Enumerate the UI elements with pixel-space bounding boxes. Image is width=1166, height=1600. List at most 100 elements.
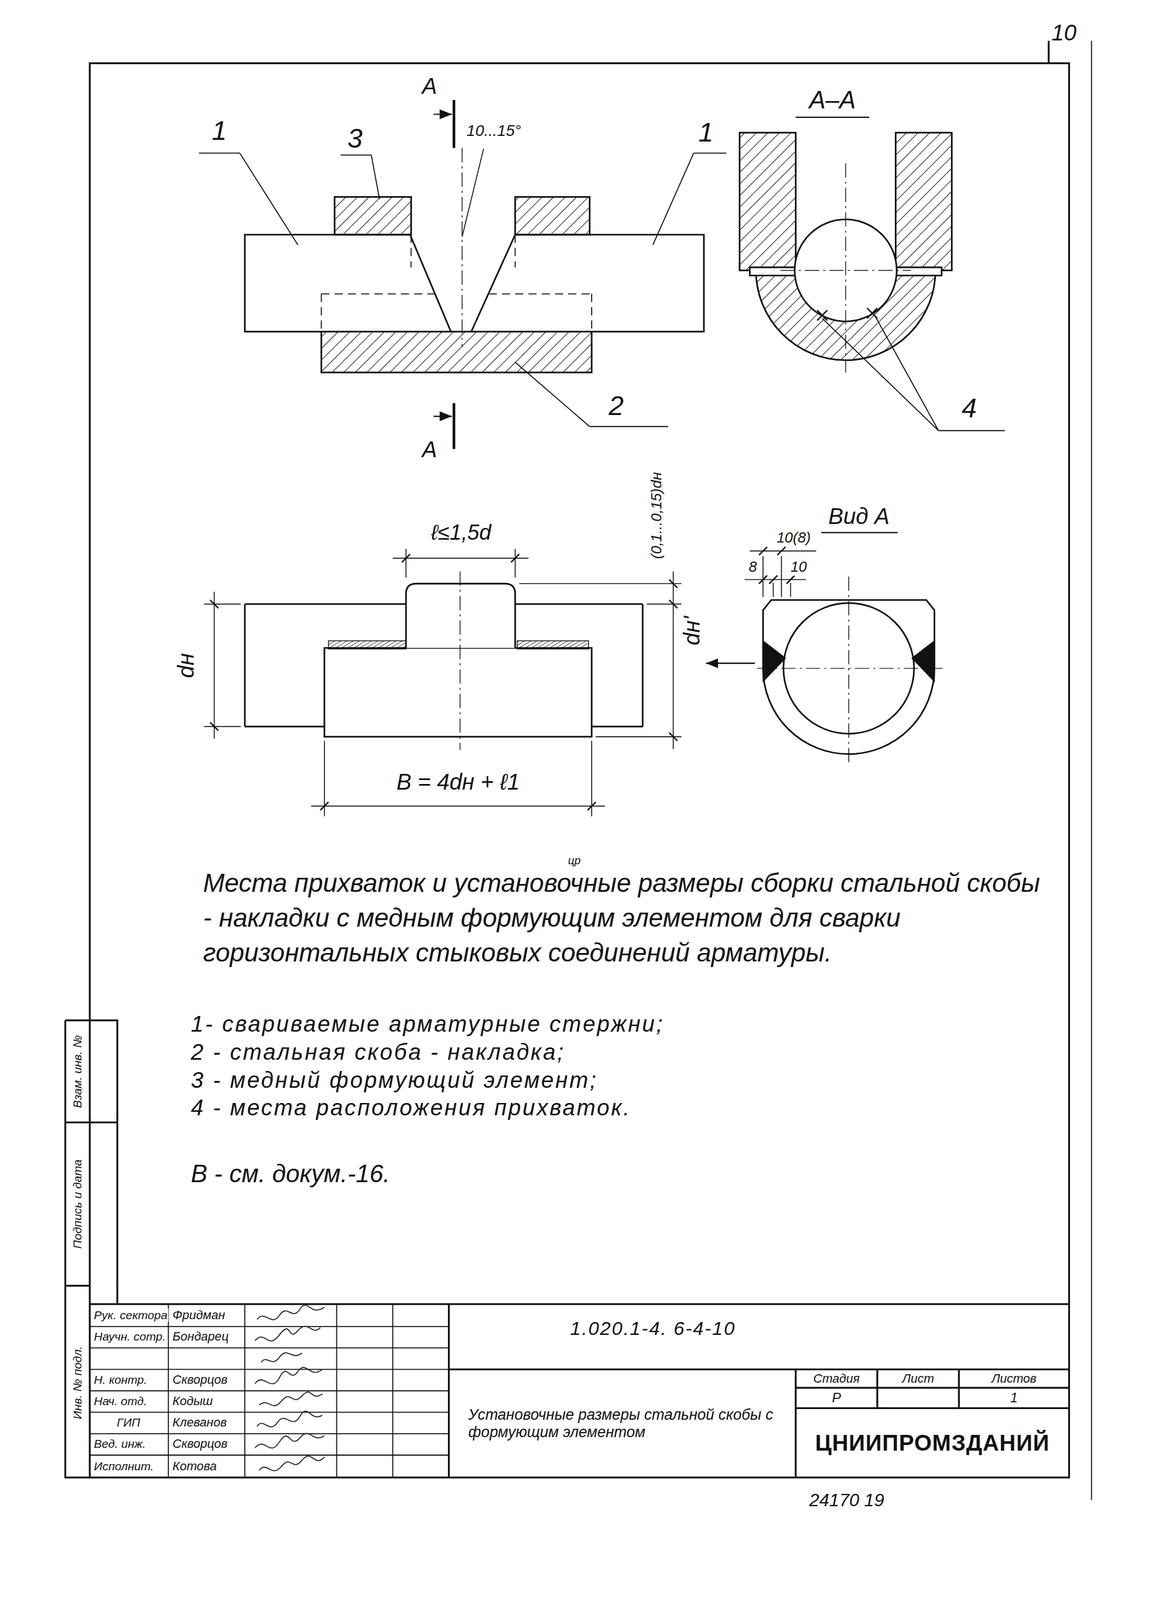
- document-code: 1.020.1-4. 6-4-10: [569, 1317, 738, 1339]
- title-block-role: Рук. сектора: [92, 1308, 169, 1322]
- legend-item: 3 - медный формующий элемент;: [189, 1066, 599, 1093]
- note: В - см. докум.-16.: [189, 1158, 392, 1188]
- legend-item: 4 - места расположения прихваток.: [189, 1094, 633, 1120]
- document-code: 1.020.1-4. 6-4-10: [569, 1317, 738, 1339]
- section-title: А–А: [807, 85, 857, 115]
- archive-number: 24170 19: [807, 1489, 885, 1511]
- legend-item: 2 - стальная скоба - накладка;: [189, 1038, 567, 1065]
- callout-number: 2: [607, 390, 625, 422]
- legend-item: 2 - стальная скоба - накладка;: [189, 1038, 567, 1065]
- view-title: Вид А: [827, 503, 891, 529]
- dimension: (0,1...0,15)dн: [648, 470, 666, 560]
- page-number: 10: [1050, 19, 1078, 46]
- legend-item: 1- свариваемые арматурные стержни;: [189, 1010, 666, 1037]
- title-block-name: Фридман: [171, 1308, 227, 1323]
- callout-number: 4: [960, 392, 978, 424]
- margin-field: Подпись и дата: [70, 1158, 85, 1250]
- title-block-value: Р: [830, 1389, 843, 1406]
- title-block-role: Исполнит.: [92, 1459, 155, 1473]
- page-number: 10: [1050, 19, 1078, 46]
- dimension: 8: [747, 558, 758, 576]
- dimension: dн': [678, 614, 705, 647]
- section-mark: А: [421, 436, 439, 463]
- title-block-header: Стадия: [812, 1370, 861, 1385]
- view-title: Вид А: [827, 503, 891, 529]
- caption-block: Места прихваток и установочные размеры с…: [202, 865, 1051, 970]
- legend-item: 4 - места расположения прихваток.: [189, 1094, 633, 1120]
- title-block-role: Научн. сотр.: [92, 1329, 167, 1343]
- view-a: [705, 532, 945, 765]
- title-block-value: 1: [1009, 1389, 1019, 1406]
- title-block-role: Исполнит.: [92, 1459, 155, 1473]
- title-block-name: Скворцов: [171, 1436, 229, 1451]
- title-block-header: Стадия: [812, 1370, 861, 1385]
- title-block-role: Н. контр.: [92, 1372, 149, 1387]
- dimension: B = 4dн + ℓ1: [395, 768, 521, 795]
- dimension: dн: [172, 651, 199, 679]
- callout-number: 1: [697, 117, 715, 149]
- title-block-header: Лист: [901, 1370, 936, 1385]
- dimension: dн: [172, 651, 199, 679]
- legend-item: 1- свариваемые арматурные стержни;: [189, 1010, 666, 1037]
- title-block-role: ГИП: [115, 1415, 142, 1429]
- angle-dimension: 10...15°: [465, 121, 523, 140]
- organization: ЦНИИПРОМЗДАНИЙ: [814, 1429, 1051, 1456]
- title-block-name: Котова: [171, 1459, 218, 1474]
- title-block-name: Кодыш: [171, 1393, 214, 1408]
- section-a-a: [739, 117, 1005, 431]
- title-block-name: Клеванов: [171, 1414, 228, 1429]
- title-block-name: Скворцов: [171, 1372, 229, 1387]
- title-block-name: Бондарец: [171, 1329, 230, 1344]
- section-mark: А: [421, 72, 439, 99]
- archive-number: 24170 19: [807, 1489, 885, 1511]
- title-block-role: Рук. сектора: [92, 1308, 169, 1322]
- signature: [254, 1304, 325, 1471]
- title-block-name: Бондарец: [171, 1329, 230, 1344]
- organization: ЦНИИПРОМЗДАНИЙ: [814, 1429, 1051, 1456]
- sheet-title: Установочные размеры стальной скобы с фо…: [467, 1405, 786, 1441]
- dimension: ℓ≤1,5d: [430, 520, 493, 546]
- title-block-role: Нач. отд.: [92, 1393, 148, 1408]
- dimension: B = 4dн + ℓ1: [395, 768, 521, 795]
- title-block-name: Фридман: [171, 1308, 227, 1323]
- title-block-name: Клеванов: [171, 1414, 228, 1429]
- section-mark: А: [421, 436, 439, 463]
- callout-number: 3: [346, 123, 364, 155]
- angle-dimension: 10...15°: [465, 121, 523, 140]
- correction-note: цр: [567, 853, 583, 867]
- joint-front-view: [198, 99, 726, 449]
- title-block-name: Скворцов: [171, 1372, 229, 1387]
- title-block-header: Лист: [901, 1370, 936, 1385]
- title-block-name: Котова: [171, 1459, 218, 1474]
- joint-side-view: [203, 549, 681, 817]
- section-mark: А: [421, 72, 439, 99]
- callout-number: 2: [607, 390, 625, 422]
- title-block-role: Н. контр.: [92, 1372, 149, 1387]
- callout-number: 1: [210, 115, 228, 146]
- dimension: 10(8): [775, 529, 812, 547]
- callout-number: 1: [697, 117, 715, 149]
- legend-item: 3 - медный формующий элемент;: [189, 1066, 599, 1093]
- callout-number: 1: [210, 115, 228, 146]
- dimension: dн': [678, 614, 705, 647]
- dimension: ℓ≤1,5d: [430, 520, 493, 546]
- title-block-role: Научн. сотр.: [92, 1329, 167, 1343]
- dimension: (0,1...0,15)dн: [648, 470, 666, 560]
- title-block-header: Листов: [990, 1370, 1038, 1385]
- margin-field: Взам. инв. №: [70, 1033, 85, 1109]
- note: В - см. докум.-16.: [189, 1158, 392, 1188]
- title-block-role: Вед. инж.: [92, 1436, 147, 1451]
- margin-field: Инв. № подл.: [70, 1344, 85, 1420]
- margin-field: Взам. инв. №: [70, 1033, 85, 1109]
- title-block-name: Кодыш: [171, 1393, 214, 1408]
- drawing-title: Места прихваток и установочные размеры с…: [202, 865, 1051, 970]
- margin-field: Инв. № подл.: [70, 1344, 85, 1420]
- title-block-value: 1: [1009, 1389, 1019, 1406]
- dimension: 10: [789, 558, 808, 576]
- title-block-role: Вед. инж.: [92, 1436, 147, 1451]
- dimension: 8: [747, 558, 758, 576]
- title-block-name: Скворцов: [171, 1436, 229, 1451]
